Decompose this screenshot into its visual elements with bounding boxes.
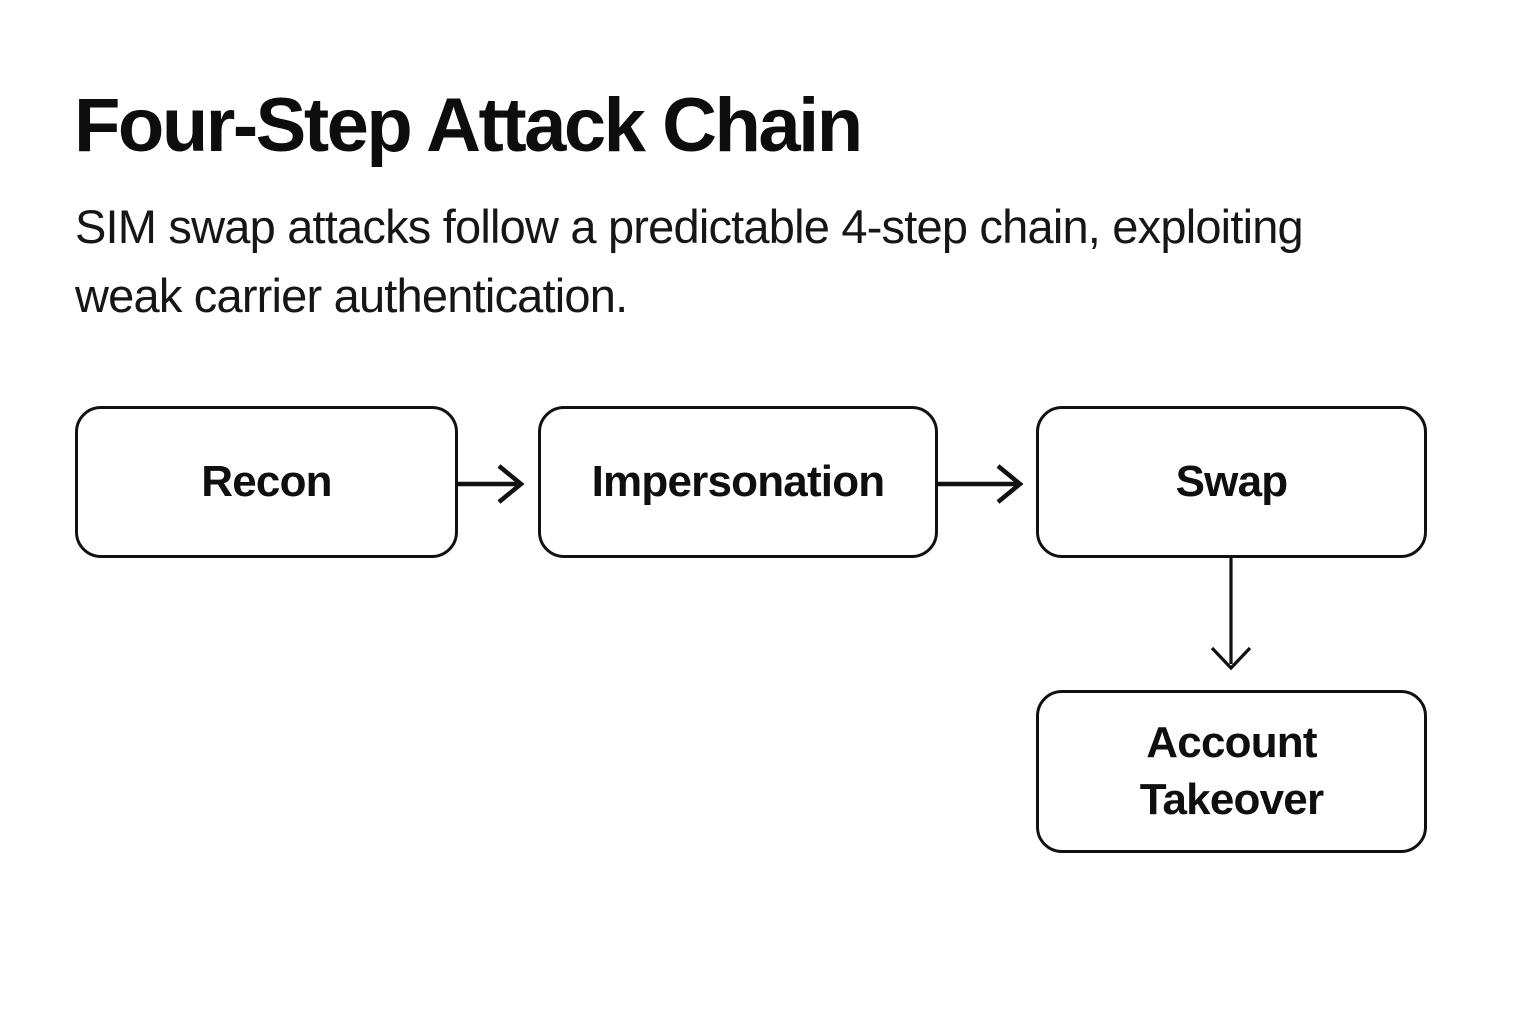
page-title: Four-Step Attack Chain — [74, 83, 863, 168]
arrow-swap-to-account-takeover — [1210, 558, 1252, 671]
page-subtitle: SIM swap attacks follow a predictable 4-… — [75, 200, 1304, 323]
node-swap-label: Swap — [1175, 456, 1289, 506]
arrow-recon-to-impersonation — [458, 464, 525, 504]
node-account-takeover-label: Account Takeover — [1139, 718, 1324, 824]
node-impersonation: Impersonation — [538, 406, 938, 558]
arrow-impersonation-to-swap — [938, 464, 1024, 504]
node-impersonation-label: Impersonation — [591, 456, 886, 506]
node-recon: Recon — [75, 406, 458, 558]
node-swap: Swap — [1036, 406, 1427, 558]
node-recon-label: Recon — [201, 456, 332, 506]
node-account-takeover: Account Takeover — [1036, 690, 1427, 853]
